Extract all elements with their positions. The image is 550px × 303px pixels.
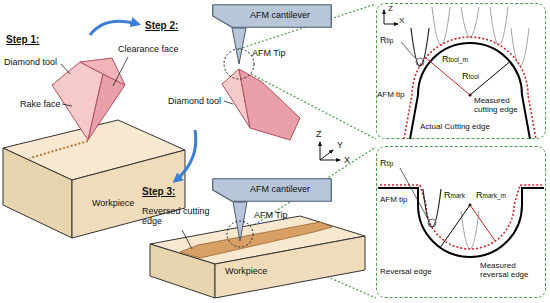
radius-label: Rtool_m	[442, 55, 468, 65]
reversal-edge	[378, 188, 544, 257]
radius-label: Rtool	[462, 72, 479, 82]
radius-label: Rmark_m	[476, 191, 506, 201]
part-label: AFM tip	[377, 90, 405, 99]
part-label: AFM Tip	[252, 48, 286, 58]
component-label: AFM cantilever	[250, 185, 310, 195]
reversed-edge-groove	[180, 222, 332, 258]
measured-reversal-edge	[380, 185, 542, 249]
axis-label: Z	[316, 129, 322, 139]
part-label: Rake face	[20, 99, 61, 109]
cut-path	[30, 141, 88, 158]
edge-label: Actual Cutting edge	[420, 122, 490, 131]
part-label: Workpiece	[92, 198, 134, 208]
step-label: Step 1:	[6, 34, 39, 46]
edge-label: Measured cutting edge	[474, 96, 522, 114]
part-label: Diamond tool	[168, 96, 221, 106]
leader-line	[182, 230, 192, 249]
workpiece-block	[150, 216, 365, 298]
step-label: Step 3:	[142, 186, 175, 198]
afm-cantilever: AFM cantilever	[212, 178, 332, 202]
part-label: Reversed cutting edge	[142, 206, 226, 227]
radius-label: Rmark	[444, 191, 465, 201]
leader-line	[401, 42, 415, 58]
axis-label: Y	[337, 140, 343, 150]
step-arrow	[90, 21, 138, 35]
radius-line	[440, 205, 470, 248]
zoom-inset: RtipAFM tip Rmark Rmark_mReversal edge Meas…	[376, 146, 546, 298]
leader-line	[224, 101, 233, 104]
zoom-inset: ZX RtipAFM tip Rtool_mRtoolMeasured cuttin…	[376, 3, 546, 139]
step-arrow	[175, 130, 196, 181]
afm-cantilever: AFM cantilever	[212, 4, 332, 28]
afm-tip-outline	[411, 28, 429, 66]
radius-label: Rtip	[380, 159, 393, 169]
part-label: Diamond tool	[4, 57, 57, 67]
edge-label: Measured reversal edge	[480, 261, 542, 279]
afm-tip	[232, 28, 246, 64]
tip-radius	[416, 58, 424, 66]
component-label: AFM cantilever	[250, 11, 310, 21]
axis-label: X	[399, 16, 404, 25]
axis-label: X	[344, 155, 350, 165]
axis-label: Z	[388, 4, 393, 13]
part-label: Clearance face	[118, 44, 179, 54]
zoom-circle	[227, 221, 253, 247]
part-label: AFM tip	[380, 195, 408, 204]
part-label: Workpiece	[225, 266, 267, 276]
leader-line	[400, 168, 428, 219]
afm-tip-outline	[423, 189, 441, 227]
zoom-circle	[224, 49, 254, 79]
tip-radius	[428, 219, 436, 227]
diamond-tool	[222, 69, 300, 140]
diamond-tool	[52, 58, 125, 140]
measured-edge	[404, 37, 536, 139]
radius-line	[470, 205, 495, 241]
part-label: AFM Tip	[254, 210, 288, 220]
step-label: Step 2:	[145, 20, 178, 32]
actual-edge	[410, 43, 530, 139]
leader-lines	[61, 57, 128, 106]
afm-tip-traces	[461, 211, 479, 249]
edge-label: Reversal edge	[380, 267, 432, 276]
radius-label: Rtip	[380, 36, 393, 46]
